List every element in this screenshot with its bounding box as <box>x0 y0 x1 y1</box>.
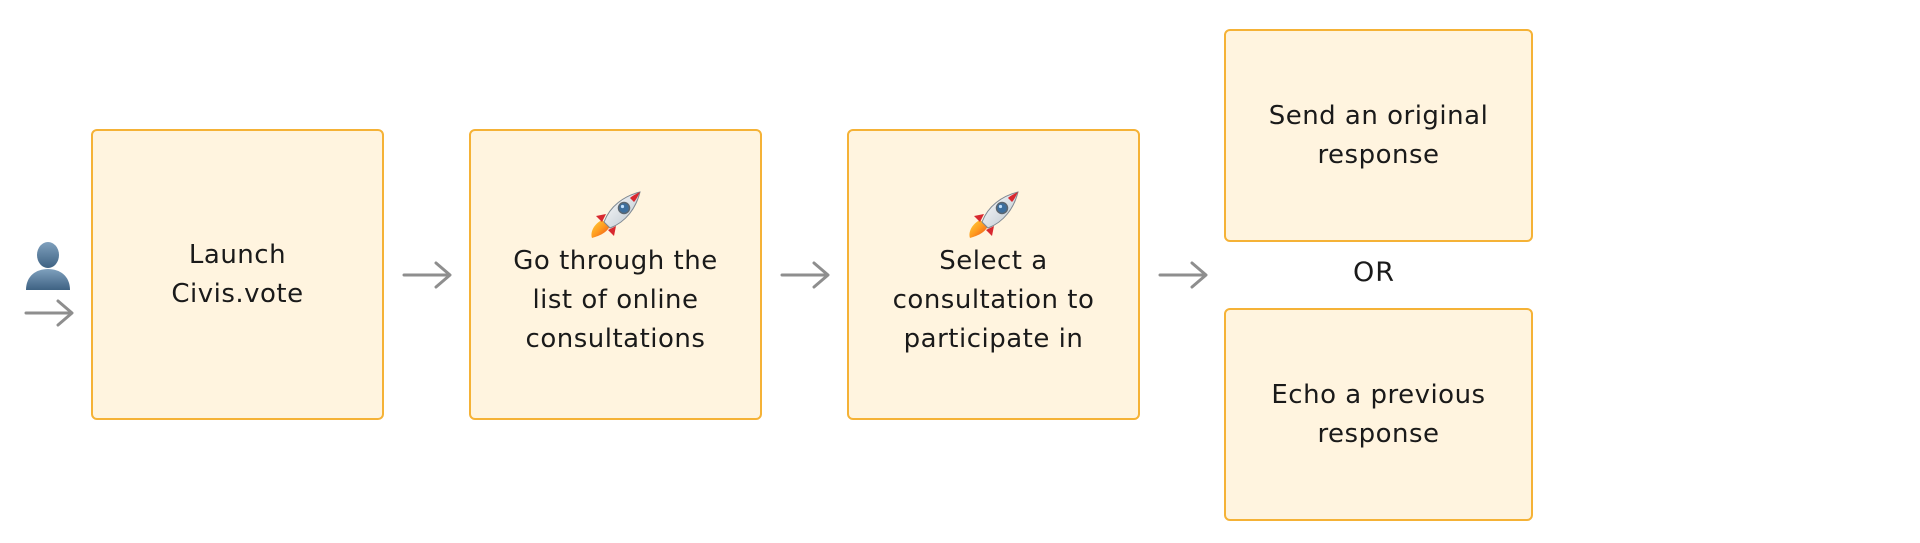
option-echo-response-box: Echo a previous response <box>1224 308 1533 521</box>
rocket-icon <box>966 190 1022 240</box>
step-label: Launch Civis.vote <box>171 239 304 309</box>
or-separator: OR <box>1352 257 1395 288</box>
option-label: Echo a previous response <box>1271 379 1486 449</box>
user-silhouette-icon <box>26 242 70 290</box>
step-label: Select a consultation to participate in <box>892 246 1095 354</box>
rocket-icon <box>588 190 644 240</box>
arrow-right-icon <box>1158 258 1210 292</box>
entry-arrow-icon <box>24 296 76 330</box>
arrow-right-icon <box>780 258 832 292</box>
option-original-response-box: Send an original response <box>1224 29 1533 242</box>
option-label: Send an original response <box>1268 100 1489 170</box>
step-select-box: Select a consultation to participate in <box>847 129 1140 420</box>
step-label: Go through the list of online consultati… <box>513 246 718 354</box>
step-browse-box: Go through the list of online consultati… <box>469 129 762 420</box>
arrow-right-icon <box>402 258 454 292</box>
step-launch-box: Launch Civis.vote <box>91 129 384 420</box>
